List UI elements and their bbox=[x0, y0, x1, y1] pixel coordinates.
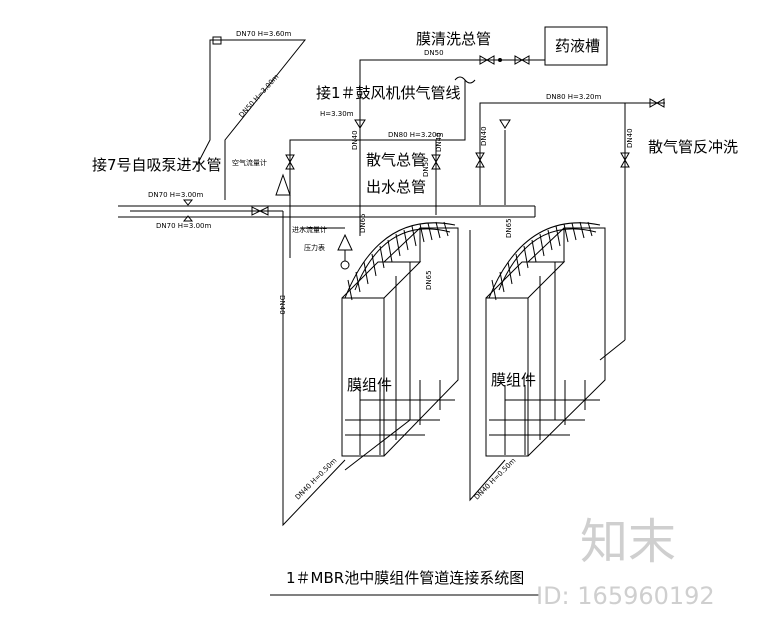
label-blower-supply: 接1＃鼓风机供气管线 bbox=[316, 84, 461, 102]
watermark-brand: 知末 bbox=[580, 514, 676, 570]
watermark-id: ID: 165960192 bbox=[536, 582, 715, 610]
label-pressure-gauge: 压力表 bbox=[304, 243, 325, 252]
label-dn50-cleaning: DN50 bbox=[424, 49, 444, 57]
label-dn40-e: DN40 bbox=[435, 132, 443, 152]
label-dn80-h320-a: DN80 H=3.20m bbox=[388, 131, 443, 139]
membrane-module-2 bbox=[469, 221, 626, 502]
label-outlet-main: 出水总管 bbox=[366, 178, 426, 196]
label-membrane-module-2: 膜组件 bbox=[491, 371, 536, 389]
label-dn80-h320-b: DN80 H=3.20m bbox=[546, 93, 601, 101]
membrane-module-1 bbox=[341, 221, 459, 471]
pump-inlet-pipe bbox=[130, 199, 283, 222]
label-dn40-d: DN40 bbox=[626, 128, 634, 148]
label-dn50-a: DN50 bbox=[422, 157, 430, 177]
label-dn65-b: DN65 bbox=[425, 270, 433, 290]
air-main-pipe bbox=[285, 76, 476, 258]
label-dn50-h300: DN50 H=3.00m bbox=[238, 73, 281, 120]
label-dn70-h360: DN70 H=3.60m bbox=[236, 30, 291, 38]
left-drain-pipe bbox=[282, 211, 346, 527]
air-flowmeter-symbol bbox=[275, 173, 291, 196]
label-dn70-h300-b: DN70 H=3.00m bbox=[156, 222, 211, 230]
label-dn40-c: DN40 bbox=[480, 126, 488, 146]
label-membrane-module-1: 膜组件 bbox=[347, 376, 392, 394]
dn70-riser bbox=[196, 36, 307, 200]
water-flowmeter-symbol bbox=[337, 233, 353, 270]
membrane-cleaning-pipe bbox=[359, 55, 545, 145]
label-air-main: 散气总管 bbox=[366, 151, 426, 169]
label-dn65-c: DN65 bbox=[505, 218, 513, 238]
label-dn40-low-b: DN40 H=0.50m bbox=[473, 457, 518, 502]
label-dn40-b: DN40 bbox=[351, 130, 359, 150]
label-dn70-h300-a: DN70 H=3.00m bbox=[148, 191, 203, 199]
label-h330: H=3.30m bbox=[320, 110, 354, 118]
label-aeration-backwash: 散气管反冲洗 bbox=[648, 138, 738, 156]
label-dn65-a: DN65 bbox=[359, 213, 367, 233]
diagram-title: 1＃MBR池中膜组件管道连接系统图 bbox=[286, 569, 524, 587]
backwash-pipe bbox=[475, 98, 665, 340]
label-chemical-tank: 药液槽 bbox=[555, 37, 600, 55]
chemical-tank bbox=[544, 26, 608, 66]
label-dn40-low-a: DN40 H=0.50m bbox=[294, 457, 339, 502]
label-dn40-a: DN40 bbox=[278, 295, 286, 315]
label-pump-inlet: 接7号自吸泵进水管 bbox=[92, 156, 222, 174]
label-air-flowmeter: 空气流量计 bbox=[232, 158, 267, 167]
label-membrane-cleaning-main: 膜清洗总管 bbox=[416, 30, 491, 48]
label-water-flowmeter: 进水流量计 bbox=[292, 225, 327, 234]
